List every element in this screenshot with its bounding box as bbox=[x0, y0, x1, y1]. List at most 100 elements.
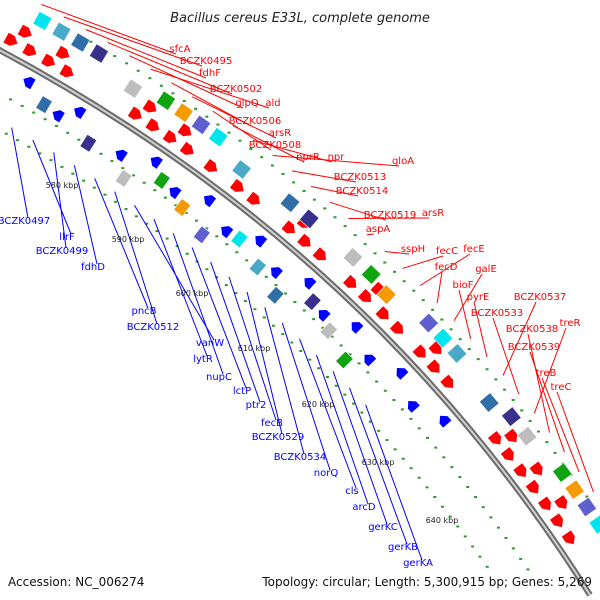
reverse-gene-arrow bbox=[221, 226, 234, 239]
forward-gene-label: BCZK0537 bbox=[514, 292, 567, 303]
forward-gene-arrow bbox=[177, 123, 192, 137]
forward-gene-arrow bbox=[312, 247, 326, 261]
track-dot bbox=[32, 111, 36, 114]
track-dot bbox=[545, 441, 549, 444]
track-dot bbox=[485, 368, 489, 371]
feature-block bbox=[231, 159, 252, 180]
track-dot bbox=[503, 388, 507, 391]
leader-line bbox=[107, 41, 233, 95]
feature-block bbox=[79, 133, 98, 153]
reverse-gene-label: BCZK0497 bbox=[0, 216, 50, 227]
feature-dots bbox=[4, 40, 597, 571]
coordinate-tick-label: 590 kbp bbox=[112, 235, 145, 244]
forward-gene-label: treR bbox=[560, 318, 581, 329]
feature-block bbox=[155, 90, 177, 111]
track-dot bbox=[175, 245, 179, 248]
track-dot bbox=[262, 316, 266, 319]
track-dot bbox=[417, 427, 421, 430]
forward-gene-label: BCZK0538 bbox=[506, 324, 559, 335]
leader-line bbox=[349, 387, 408, 545]
leader-line bbox=[402, 255, 444, 269]
track-dot bbox=[353, 234, 357, 237]
leader-line bbox=[419, 253, 471, 287]
accession-text: Accession: NC_006274 bbox=[8, 575, 144, 589]
forward-gene-arrow bbox=[145, 118, 160, 132]
track-dot bbox=[368, 420, 372, 423]
feature-block bbox=[298, 208, 320, 230]
track-dot bbox=[38, 152, 42, 155]
track-dot bbox=[537, 430, 541, 433]
track-dot bbox=[409, 467, 413, 470]
track-dot bbox=[281, 172, 285, 175]
coordinate-tick-label: 580 kbp bbox=[46, 181, 79, 190]
leader-line bbox=[329, 201, 387, 221]
reverse-gene-arrow bbox=[439, 415, 452, 428]
track-dot bbox=[194, 107, 198, 110]
feature-block bbox=[51, 21, 72, 42]
track-dot bbox=[357, 362, 361, 365]
track-dot bbox=[494, 378, 498, 381]
coordinate-tick-label: 620 kbp bbox=[302, 400, 335, 409]
track-dot bbox=[249, 147, 253, 150]
leader-line bbox=[272, 155, 400, 167]
track-dot bbox=[520, 409, 524, 412]
track-dot bbox=[270, 164, 274, 167]
track-dot bbox=[323, 207, 327, 210]
feature-block bbox=[516, 425, 538, 447]
forward-gene-label: fecD bbox=[435, 262, 458, 273]
forward-gene-arrow bbox=[246, 191, 260, 205]
track-dot bbox=[121, 167, 125, 170]
coordinate-tick-label: 610 kbp bbox=[238, 344, 271, 353]
track-dot bbox=[264, 275, 268, 278]
forward-gene-label: fecC bbox=[436, 246, 458, 257]
track-dot bbox=[163, 196, 167, 199]
track-dot bbox=[321, 326, 325, 329]
track-dot bbox=[339, 344, 343, 347]
feature-block bbox=[303, 292, 322, 311]
leader-line bbox=[529, 351, 565, 453]
forward-gene-arrow bbox=[389, 320, 403, 334]
track-dot bbox=[49, 159, 53, 162]
leader-line bbox=[299, 338, 357, 489]
forward-gene-label: aspA bbox=[366, 224, 391, 235]
reverse-gene-label: arcD bbox=[352, 502, 376, 513]
track-dot bbox=[351, 402, 355, 405]
feature-block bbox=[335, 350, 354, 370]
reverse-gene-arrow bbox=[115, 149, 128, 162]
track-dot bbox=[441, 505, 445, 508]
feature-block bbox=[35, 95, 53, 114]
forward-gene-arrow bbox=[525, 479, 539, 494]
track-dot bbox=[471, 545, 475, 548]
leader-line bbox=[252, 139, 333, 163]
forward-gene-label: npr bbox=[328, 152, 346, 163]
forward-gene-arrow bbox=[297, 233, 311, 247]
forward-gene-arrow bbox=[488, 431, 501, 445]
track-dot bbox=[216, 123, 220, 126]
leader-line bbox=[366, 233, 375, 236]
reverse-gene-label: fdhD bbox=[81, 262, 105, 273]
forward-gene-arrow bbox=[281, 220, 295, 234]
leader-line bbox=[458, 289, 472, 339]
track-dot bbox=[393, 270, 397, 273]
leader-line bbox=[150, 68, 270, 109]
track-dot bbox=[478, 555, 482, 558]
track-dot bbox=[299, 350, 303, 353]
track-dot bbox=[450, 466, 454, 469]
track-dot bbox=[458, 476, 462, 479]
track-dot bbox=[4, 132, 8, 135]
feature-block bbox=[418, 312, 439, 334]
track-dot bbox=[205, 227, 209, 230]
track-dot bbox=[312, 198, 316, 201]
forward-gene-arrow bbox=[127, 106, 142, 120]
track-dot bbox=[54, 124, 58, 127]
track-dot bbox=[476, 358, 480, 361]
forward-gene-label: arsR bbox=[422, 208, 444, 219]
track-dot bbox=[142, 181, 146, 184]
feature-block bbox=[478, 392, 500, 413]
genome-backbone-highlight bbox=[0, 49, 591, 596]
track-dot bbox=[426, 436, 430, 439]
track-dot bbox=[511, 547, 515, 550]
forward-gene-label: galE bbox=[475, 264, 497, 275]
reverse-gene-arrow bbox=[351, 322, 364, 334]
track-dot bbox=[434, 446, 438, 449]
